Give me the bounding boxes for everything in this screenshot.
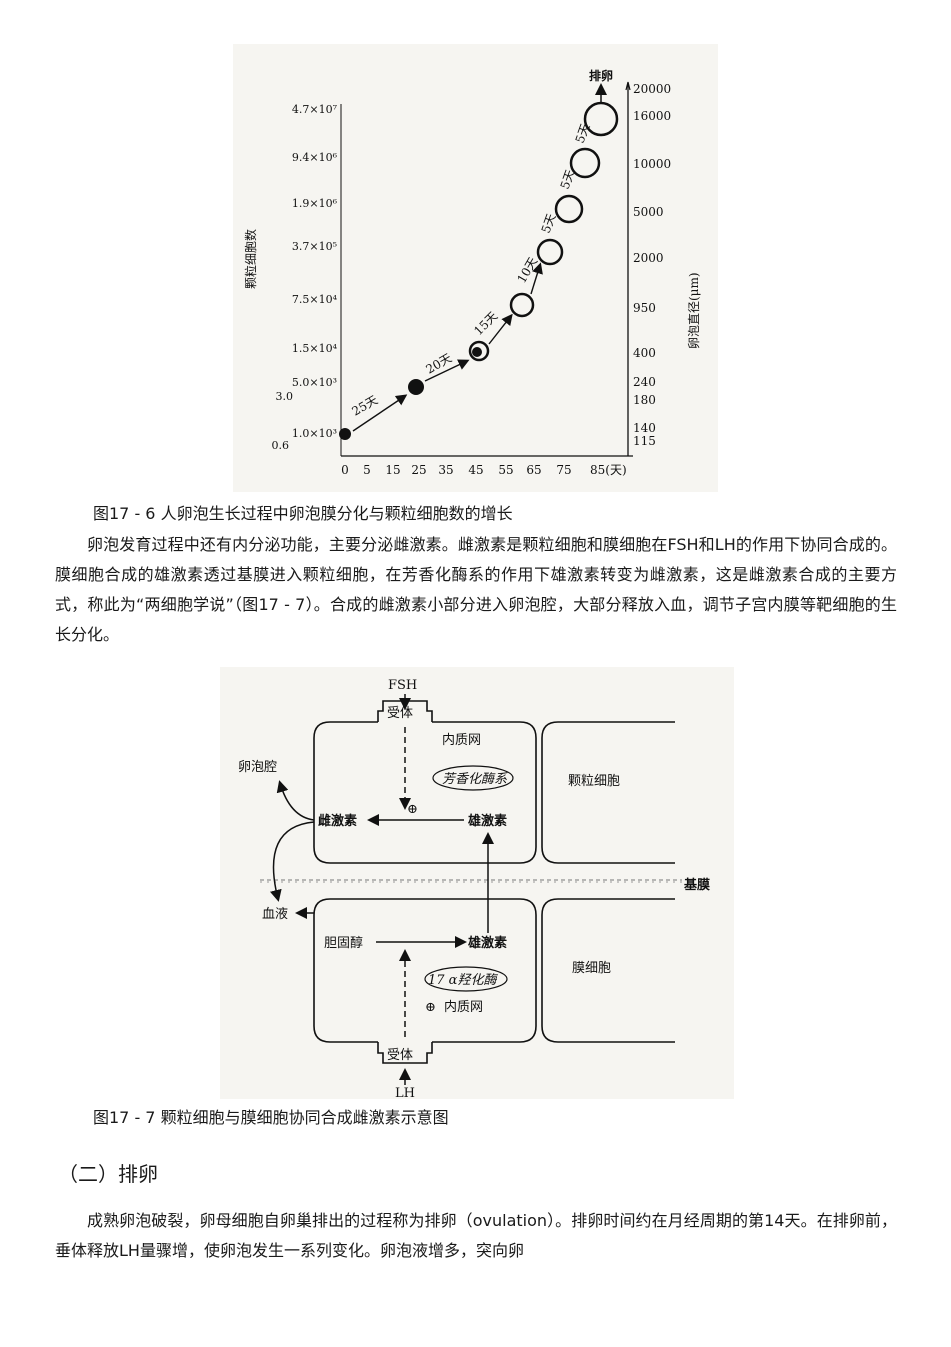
follicle-marker <box>468 340 490 362</box>
figure-caption: 图17 - 7 颗粒细胞与膜细胞协同合成雌激素示意图 <box>93 1108 449 1127</box>
right-tick: 180 <box>633 393 656 407</box>
x-tick: 15 <box>385 463 400 477</box>
androgen-bottom-label: 雄激素 <box>467 935 507 951</box>
left-tick: 1.5×10⁴ <box>292 342 338 355</box>
plus-bottom: ⊕ <box>425 1000 436 1015</box>
follicle-marker <box>569 147 601 179</box>
blood-label: 血液 <box>262 907 288 922</box>
interval-label: 15天 <box>471 309 500 338</box>
right-tick: 20000 <box>633 82 671 96</box>
basement-membrane-label: 基膜 <box>683 877 710 893</box>
x-tick: 0 <box>341 463 349 477</box>
left-tick: 1.0×10³ <box>292 427 337 440</box>
left-tick: 7.5×10⁴ <box>292 293 338 306</box>
y-left-title: 颗粒细胞数 <box>243 229 258 289</box>
follicle-marker <box>554 194 584 224</box>
er-bottom-label: 内质网 <box>444 999 483 1015</box>
follicle-marker <box>408 379 424 395</box>
follicle-marker <box>509 292 535 318</box>
section-heading: （二）排卵 <box>58 1162 158 1186</box>
estrogen-label: 雌激素 <box>318 813 357 829</box>
theca-cell-label: 膜细胞 <box>572 961 611 976</box>
right-tick: 10000 <box>633 157 671 171</box>
two-cell-diagram: FSH 受体 内质网 芳香化酶系 ⊕ 颗粒细胞 卵泡腔 雌激素 雄激素 基膜 血… <box>220 667 734 1101</box>
follicle-growth-chart: 0 5 15 25 35 45 55 65 75 85(天) 4.7×10⁷ 9… <box>233 44 718 492</box>
aromatase-label: 芳香化酶系 <box>442 772 508 787</box>
x-tick: 55 <box>498 463 513 477</box>
follicle-marker <box>583 101 619 137</box>
left-tick: 3.7×10⁵ <box>292 240 337 253</box>
interval-label: 20天 <box>424 351 455 377</box>
granulosa-cell-label: 颗粒细胞 <box>568 774 620 789</box>
body-paragraph: 卵泡发育过程中还有内分泌功能，主要分泌雌激素。雌激素是颗粒细胞和膜细胞在FSH和… <box>55 535 897 644</box>
figure-caption: 图17 - 6 人卵泡生长过程中卵泡膜分化与颗粒细胞数的增长 <box>93 504 513 523</box>
fsh-label: FSH <box>388 678 417 693</box>
ovulation-label: 排卵 <box>589 68 613 83</box>
x-tick: 75 <box>556 463 571 477</box>
right-tick: 400 <box>633 346 656 360</box>
follicle-marker <box>339 428 351 440</box>
interval-label: 5天 <box>573 122 593 145</box>
x-tick: 85(天) <box>590 463 627 477</box>
left-tick: 9.4×10⁶ <box>292 151 338 164</box>
body-paragraph: 成熟卵泡破裂，卵母细胞自卵巢排出的过程称为排卵（ovulation）。排卵时间约… <box>55 1211 897 1260</box>
left-tick: 5.0×10³ <box>292 376 337 389</box>
y-right-title: 卵泡直径(μm) <box>687 272 701 349</box>
lh-label: LH <box>395 1086 415 1099</box>
interval-label: 25天 <box>350 393 381 419</box>
receptor-top-label: 受体 <box>387 706 413 721</box>
interval-label: 5天 <box>558 168 578 191</box>
right-tick: 16000 <box>633 109 671 123</box>
follicle-cavity-label: 卵泡腔 <box>238 760 277 775</box>
follicle-marker <box>536 238 564 266</box>
left-tick: 3.0 <box>276 390 294 403</box>
x-tick: 35 <box>438 463 453 477</box>
right-tick: 5000 <box>633 205 664 219</box>
left-tick: 0.6 <box>272 439 290 452</box>
left-tick: 1.9×10⁶ <box>292 197 338 210</box>
androgen-top-label: 雄激素 <box>467 813 507 829</box>
left-tick: 4.7×10⁷ <box>292 103 338 116</box>
x-tick: 65 <box>526 463 541 477</box>
interval-label: 10天 <box>514 255 540 286</box>
hydroxylase-label: 17 α羟化酶 <box>428 973 498 988</box>
right-tick: 115 <box>633 434 656 448</box>
right-tick: 950 <box>633 301 656 315</box>
right-tick: 240 <box>633 375 656 389</box>
right-tick: 2000 <box>633 251 664 265</box>
x-tick: 5 <box>363 463 371 477</box>
x-tick: 45 <box>468 463 483 477</box>
plus-top: ⊕ <box>407 802 418 817</box>
x-tick: 25 <box>411 463 426 477</box>
receptor-bottom-label: 受体 <box>387 1048 413 1063</box>
right-tick: 140 <box>633 421 656 435</box>
er-top-label: 内质网 <box>442 732 481 748</box>
interval-label: 5天 <box>539 212 559 235</box>
cholesterol-label: 胆固醇 <box>324 935 363 951</box>
